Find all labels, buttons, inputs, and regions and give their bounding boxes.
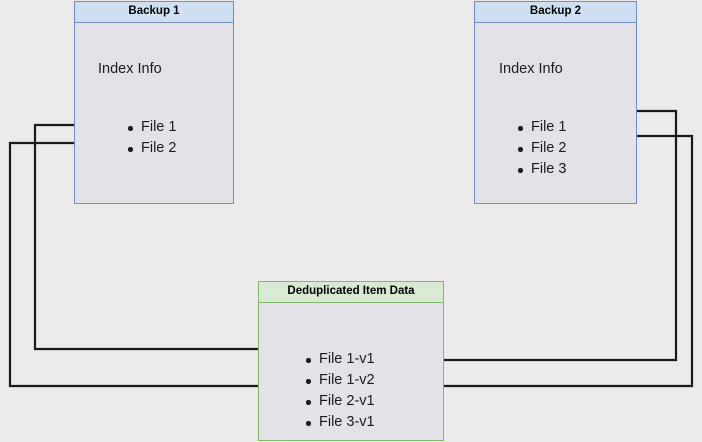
- deduplicated-item[interactable]: File 1-v2: [303, 370, 375, 391]
- deduplicated-item-data-title: Deduplicated Item Data: [259, 282, 443, 303]
- backup-2-file-item[interactable]: File 1: [515, 117, 566, 138]
- backup-2-file-item[interactable]: File 3: [515, 159, 566, 180]
- backup-1-file-list: File 1 File 2: [125, 117, 176, 159]
- deduplicated-item-data-box[interactable]: Deduplicated Item Data File 1-v1 File 1-…: [258, 281, 444, 441]
- backup-2-index-info-label: Index Info: [499, 61, 563, 77]
- backup-2-file-item[interactable]: File 2: [515, 138, 566, 159]
- deduplicated-item-data-body: File 1-v1 File 1-v2 File 2-v1 File 3-v1: [259, 303, 443, 440]
- deduplicated-item[interactable]: File 2-v1: [303, 391, 375, 412]
- backup-1-title: Backup 1: [75, 2, 233, 23]
- deduplicated-item[interactable]: File 1-v1: [303, 349, 375, 370]
- backup-2-file-list: File 1 File 2 File 3: [515, 117, 566, 180]
- backup-2-body: Index Info File 1 File 2 File 3: [475, 23, 636, 203]
- deduplicated-item[interactable]: File 3-v1: [303, 412, 375, 433]
- backup-2-title: Backup 2: [475, 2, 636, 23]
- backup-2-box[interactable]: Backup 2 Index Info File 1 File 2 File 3: [474, 1, 637, 204]
- backup-1-file-item[interactable]: File 2: [125, 138, 176, 159]
- backup-1-box[interactable]: Backup 1 Index Info File 1 File 2: [74, 1, 234, 204]
- backup-1-body: Index Info File 1 File 2: [75, 23, 233, 203]
- deduplicated-item-list: File 1-v1 File 1-v2 File 2-v1 File 3-v1: [303, 349, 375, 433]
- backup-1-index-info-label: Index Info: [98, 61, 162, 77]
- backup-1-file-item[interactable]: File 1: [125, 117, 176, 138]
